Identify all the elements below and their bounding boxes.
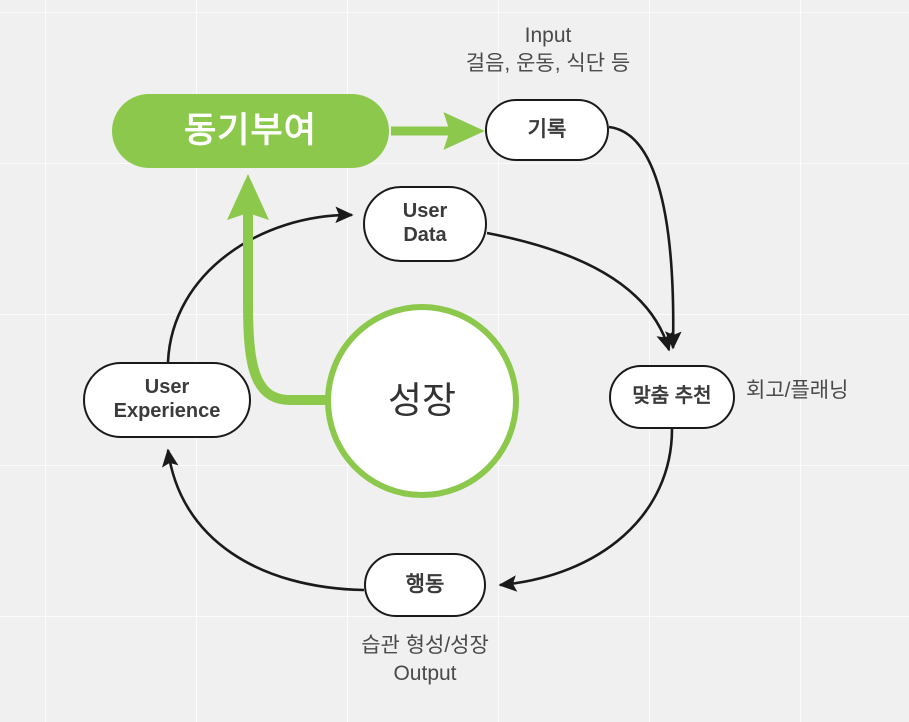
node-user-experience[interactable]: User Experience [83, 362, 251, 438]
edge-recommendation-to-action [498, 428, 674, 592]
node-user-data[interactable]: User Data [363, 186, 487, 262]
edge-growth-to-motivation [227, 174, 330, 405]
node-action[interactable]: 행동 [364, 553, 486, 617]
edge-record-to-recommendation [608, 125, 682, 350]
node-growth-label: 성장 [387, 380, 457, 422]
node-recommendation[interactable]: 맞춤 추천 [609, 365, 735, 429]
edge-userexperience-to-userdata [166, 206, 354, 363]
node-user-experience-label: User Experience [113, 376, 221, 422]
node-recommendation-label: 맞춤 추천 [632, 385, 712, 408]
node-growth[interactable]: 성장 [325, 304, 519, 498]
node-record[interactable]: 기록 [485, 99, 609, 161]
caption-planning: 회고/플래닝 [746, 379, 849, 402]
edge-action-to-userexperience [161, 448, 365, 592]
node-action-label: 행동 [405, 572, 445, 596]
edge-userdata-to-recommendation [486, 231, 673, 352]
node-motivation[interactable]: 동기부여 [112, 94, 389, 168]
node-motivation-label: 동기부여 [184, 111, 317, 151]
caption-output: 습관 형성/성장 Output [361, 634, 489, 686]
node-user-data-label: User Data [402, 200, 448, 246]
caption-input: Input 걸음, 운동, 식단 등 [465, 24, 631, 76]
node-record-label: 기록 [527, 117, 567, 141]
